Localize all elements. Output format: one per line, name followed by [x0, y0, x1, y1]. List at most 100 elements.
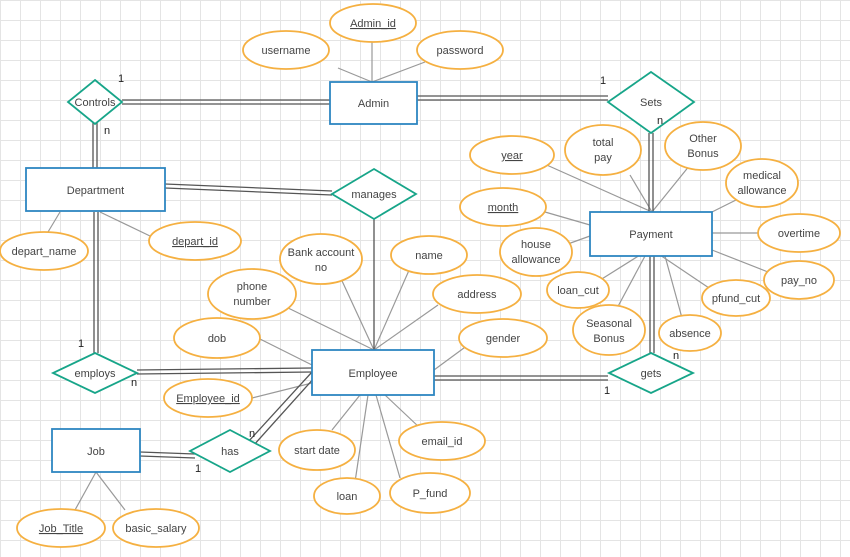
attribute-seasonal-bonus[interactable]: Seasonal Bonus [572, 304, 646, 356]
svg-text:pay: pay [594, 152, 612, 164]
relationship-gets[interactable]: gets [606, 352, 696, 394]
attribute-loan-cut[interactable]: loan_cut [546, 271, 610, 309]
svg-text:pfund_cut: pfund_cut [712, 293, 760, 305]
relationship-employs[interactable]: employs [50, 352, 140, 394]
attribute-gender[interactable]: gender [458, 318, 548, 358]
cardinality-gets-payment: n [673, 350, 679, 362]
cardinality-controls-department: n [104, 125, 110, 137]
svg-text:Employee_id: Employee_id [176, 393, 240, 405]
attribute-total-pay[interactable]: total pay [564, 124, 642, 176]
cardinality-controls-admin: 1 [118, 73, 124, 85]
svg-text:Job_Title: Job_Title [39, 523, 83, 535]
attribute-month[interactable]: month [459, 187, 547, 227]
attribute-admin-id[interactable]: Admin_id [329, 3, 417, 43]
attribute-pay-no[interactable]: pay_no [763, 260, 835, 300]
svg-text:address: address [457, 289, 497, 301]
entity-employee-label: Employee [349, 368, 398, 380]
attribute-email-id[interactable]: email_id [398, 421, 486, 461]
attribute-employee-id[interactable]: Employee_id [163, 378, 253, 418]
relationship-manages[interactable]: manages [330, 167, 418, 221]
svg-text:allowance: allowance [738, 185, 787, 197]
svg-text:Bonus: Bonus [687, 148, 719, 160]
attribute-absence[interactable]: absence [658, 314, 722, 352]
attribute-house-allowance[interactable]: house allowance [499, 227, 573, 277]
entity-department-label: Department [67, 185, 124, 197]
attribute-dob[interactable]: dob [173, 317, 261, 359]
svg-text:loan: loan [337, 491, 358, 503]
attribute-pfund-cut[interactable]: pfund_cut [701, 279, 771, 317]
svg-text:P_fund: P_fund [413, 488, 448, 500]
entity-admin[interactable]: Admin [329, 81, 418, 125]
relationship-has-label: has [221, 446, 239, 458]
cardinality-employs-employee: n [131, 377, 137, 389]
relationship-controls[interactable]: Controls [66, 78, 124, 126]
relationship-connectors [92, 95, 655, 459]
svg-text:no: no [315, 262, 327, 274]
attribute-password[interactable]: password [416, 30, 504, 70]
cardinality-gets-employee: 1 [604, 385, 610, 397]
attribute-phone-number[interactable]: phone number [207, 268, 297, 320]
entity-admin-label: Admin [358, 98, 389, 110]
entity-job-label: Job [87, 446, 105, 458]
svg-text:Other: Other [689, 133, 717, 145]
relationship-sets[interactable]: Sets [606, 70, 696, 135]
cardinality-sets-admin: 1 [600, 75, 606, 87]
svg-text:allowance: allowance [512, 254, 561, 266]
svg-text:Admin_id: Admin_id [350, 18, 396, 30]
svg-text:phone: phone [237, 281, 268, 293]
svg-text:password: password [436, 45, 483, 57]
svg-text:medical: medical [743, 170, 781, 182]
attribute-bank-account-no[interactable]: Bank account no [279, 233, 363, 285]
attribute-job-title[interactable]: Job_Title [16, 508, 106, 548]
svg-text:name: name [415, 250, 443, 262]
svg-text:number: number [233, 296, 271, 308]
relationship-gets-label: gets [641, 368, 662, 380]
svg-text:pay_no: pay_no [781, 275, 817, 287]
entity-employee[interactable]: Employee [311, 349, 435, 396]
attribute-username[interactable]: username [242, 30, 330, 70]
attribute-depart-id[interactable]: depart_id [148, 221, 242, 261]
svg-text:Seasonal: Seasonal [586, 318, 632, 330]
svg-text:loan_cut: loan_cut [557, 285, 599, 297]
entity-job[interactable]: Job [51, 428, 141, 473]
attribute-address[interactable]: address [432, 274, 522, 314]
relationship-employs-label: employs [75, 368, 116, 380]
svg-text:start date: start date [294, 445, 340, 457]
attribute-medical-allowance[interactable]: medical allowance [725, 158, 799, 208]
svg-text:overtime: overtime [778, 228, 820, 240]
cardinality-has-job: 1 [195, 463, 201, 475]
attribute-p-fund[interactable]: P_fund [389, 472, 471, 514]
cardinality-has-employee: n [249, 428, 255, 440]
attribute-other-bonus[interactable]: Other Bonus [664, 121, 742, 171]
attribute-overtime[interactable]: overtime [757, 213, 841, 253]
relationship-sets-label: Sets [640, 97, 663, 109]
attribute-year[interactable]: year [469, 135, 555, 175]
svg-text:year: year [501, 150, 523, 162]
relationship-controls-label: Controls [75, 97, 116, 109]
svg-text:username: username [262, 45, 311, 57]
attribute-depart-name[interactable]: depart_name [0, 231, 89, 271]
attribute-basic-salary[interactable]: basic_salary [112, 508, 200, 548]
attribute-name[interactable]: name [390, 235, 468, 275]
svg-text:depart_id: depart_id [172, 236, 218, 248]
svg-text:gender: gender [486, 333, 521, 345]
cardinality-sets-payment: n [657, 115, 663, 127]
svg-text:Bank account: Bank account [288, 247, 355, 259]
entity-payment[interactable]: Payment [589, 211, 713, 257]
svg-text:total: total [593, 137, 614, 149]
entity-department[interactable]: Department [25, 167, 166, 212]
relationship-has[interactable]: has [188, 428, 272, 474]
relationship-manages-label: manages [351, 189, 397, 201]
attribute-start-date[interactable]: start date [278, 429, 356, 471]
entity-payment-label: Payment [629, 229, 672, 241]
cardinality-employs-department: 1 [78, 338, 84, 350]
svg-text:Bonus: Bonus [593, 333, 625, 345]
svg-text:house: house [521, 239, 551, 251]
attribute-connectors [47, 42, 769, 511]
svg-text:depart_name: depart_name [12, 246, 77, 258]
attribute-loan[interactable]: loan [313, 477, 381, 515]
svg-text:dob: dob [208, 333, 226, 345]
svg-text:email_id: email_id [422, 436, 463, 448]
